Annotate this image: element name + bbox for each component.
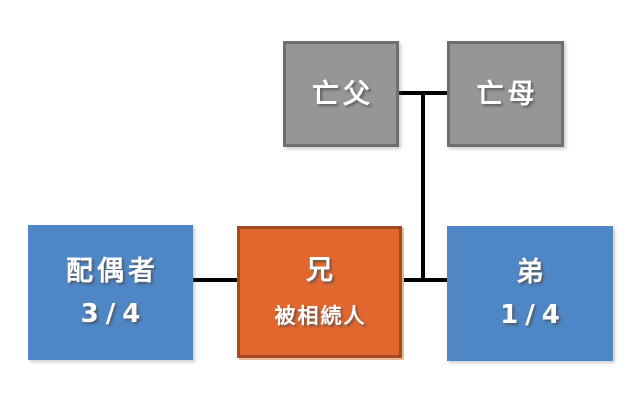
node-decedent-elder-brother: 兄 被相続人	[237, 226, 402, 358]
node-younger-brother-heir: 弟 1/4	[447, 226, 613, 361]
brother-label: 弟	[516, 257, 548, 288]
spouse-inheritance-share: 3/4	[80, 299, 148, 329]
deceased-mother-label: 亡母	[476, 78, 539, 110]
node-deceased-mother: 亡母	[447, 41, 564, 147]
decedent-label: 兄	[306, 255, 337, 286]
spouse-marriage-line	[193, 278, 237, 282]
spouse-label: 配偶者	[66, 256, 159, 287]
parents-descent-line	[421, 91, 425, 282]
node-deceased-father: 亡父	[283, 41, 399, 147]
siblings-line	[402, 278, 447, 282]
deceased-father-label: 亡父	[312, 78, 374, 110]
decedent-sublabel: 被相続人	[274, 304, 367, 328]
brother-inheritance-share: 1/4	[500, 300, 567, 330]
node-spouse-heir: 配偶者 3/4	[28, 225, 193, 360]
